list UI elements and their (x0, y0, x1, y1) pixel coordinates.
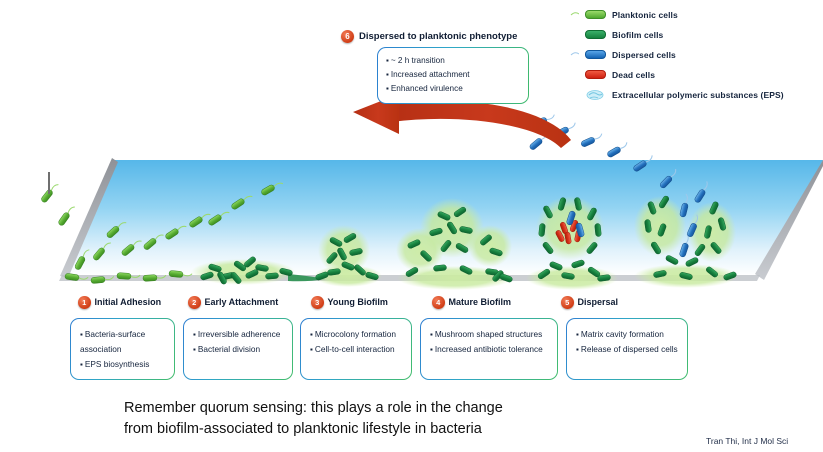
legend-label: Planktonic cells (612, 9, 678, 20)
caption-line-1: Remember quorum sensing: this plays a ro… (124, 400, 503, 416)
rod-biofilm-icon (578, 30, 612, 39)
desc-bullet: EPS biosynthesis (80, 357, 166, 372)
desc-bullet: Increased antibiotic tolerance (430, 342, 549, 357)
legend-label: Dead cells (612, 69, 656, 80)
stage-badge-5: 5 (561, 296, 574, 309)
legend-label: Biofilm cells (612, 29, 664, 40)
callout-body: ~ 2 h transition Increased attachment En… (377, 47, 529, 104)
stage-badge-2: 2 (188, 296, 201, 309)
legend-label: Dispersed cells (612, 49, 676, 60)
stage-description-5: Matrix cavity formation Release of dispe… (566, 318, 688, 380)
desc-bullet: Matrix cavity formation (576, 327, 679, 342)
stage-description-1: Bacteria-surface association EPS biosynt… (70, 318, 175, 380)
stage-label-3: 3 Young Biofilm (311, 296, 388, 309)
stage-label-text: Early Attachment (204, 297, 279, 308)
legend-item: Planktonic cells (570, 6, 823, 23)
dispersal-to-planktonic-arrow (353, 94, 571, 148)
callout-bullet: Increased attachment (386, 68, 520, 82)
stage-label-2: 2 Early Attachment (188, 296, 278, 309)
young-biofilm-colony (314, 225, 382, 287)
legend-item: Biofilm cells (578, 26, 823, 43)
desc-bullet: Release of dispersed cells (576, 342, 679, 357)
stage-description-3: Microcolony formation Cell-to-cell inter… (300, 318, 412, 380)
stage-label-5: 5 Dispersal (561, 296, 618, 309)
stage-badge-1: 1 (78, 296, 91, 309)
desc-bullet: Microcolony formation (310, 327, 403, 342)
legend-item: Dispersed cells (570, 46, 823, 63)
callout-title: Dispersed to planktonic phenotype (359, 31, 518, 42)
stage-badge-6: 6 (341, 30, 354, 43)
legend: Planktonic cells Biofilm cells Dispersed… (570, 6, 823, 106)
stage-label-text: Initial Adhesion (94, 297, 162, 308)
legend-label: Extracellular polymeric substances (EPS) (612, 89, 784, 100)
legend-item: Dead cells (578, 66, 823, 83)
rod-dead-icon (578, 70, 612, 79)
stage-badge-3: 3 (311, 296, 324, 309)
citation: Tran Thi, Int J Mol Sci (706, 436, 789, 446)
rod-dispersed-icon (570, 50, 612, 59)
matrix-cavity-colony (526, 196, 618, 290)
rod-planktonic-icon (570, 10, 612, 19)
stage-label-row: 1 Initial Adhesion 2 Early Attachment 3 … (0, 296, 823, 316)
desc-bullet: Bacterial division (193, 342, 284, 357)
legend-item: Extracellular polymeric substances (EPS) (578, 86, 823, 103)
desc-bullet: Cell-to-cell interaction (310, 342, 403, 357)
planktonic-cell-arc (40, 182, 284, 284)
stage-label-text: Mature Biofilm (448, 297, 512, 308)
biofilm-scene (40, 114, 823, 290)
desc-bullet: Mushroom shaped structures (430, 327, 549, 342)
caption-line-2: from biofilm-associated to planktonic li… (124, 421, 482, 437)
stage-description-row: Bacteria-surface association EPS biosynt… (0, 318, 823, 384)
stage-description-4: Mushroom shaped structures Increased ant… (420, 318, 558, 380)
stage-label-1: 1 Initial Adhesion (78, 296, 161, 309)
stage-label-text: Dispersal (577, 297, 619, 308)
stage-badge-4: 4 (432, 296, 445, 309)
stage-label-4: 4 Mature Biofilm (432, 296, 511, 309)
stage-6-callout: 6 Dispersed to planktonic phenotype ~ 2 … (341, 30, 541, 104)
desc-bullet: Irreversible adherence (193, 327, 284, 342)
callout-bullet: ~ 2 h transition (386, 54, 520, 68)
axis-tick-mark (48, 172, 50, 194)
dispersal-colony (634, 181, 738, 288)
mature-biofilm-colony (396, 198, 514, 290)
callout-header: 6 Dispersed to planktonic phenotype (341, 30, 541, 43)
stage-label-text: Young Biofilm (327, 297, 388, 308)
desc-bullet: Bacteria-surface association (80, 327, 166, 357)
eps-swirl-icon (578, 88, 612, 101)
callout-bullet: Enhanced virulence (386, 82, 520, 96)
stage-description-2: Irreversible adherence Bacterial divisio… (183, 318, 293, 380)
caption: Remember quorum sensing: this plays a ro… (124, 398, 684, 440)
